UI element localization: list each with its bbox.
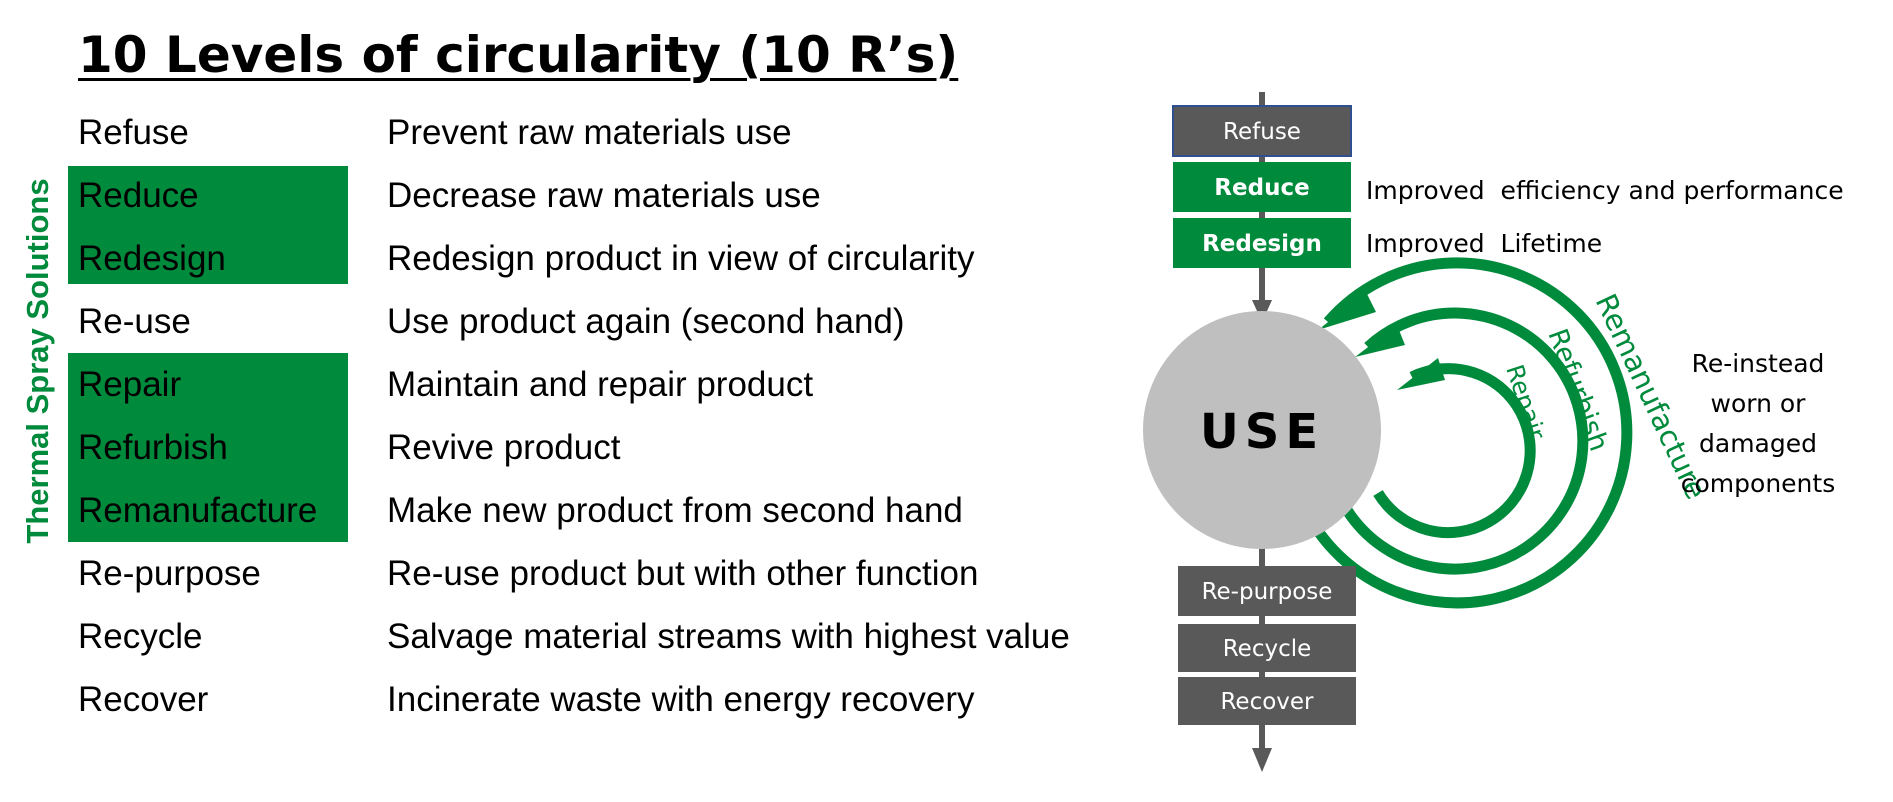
level-name: Recover <box>78 680 209 719</box>
level-name: Repair <box>78 365 182 404</box>
level-row: Repair Maintain and repair product <box>0 353 1140 416</box>
flow-arrowhead-bottom <box>1252 748 1272 772</box>
level-name: Reduce <box>78 176 199 215</box>
level-name: Redesign <box>78 239 226 278</box>
level-row: Refurbish Revive product <box>0 416 1140 479</box>
redesign-note: Improved Lifetime <box>1366 229 1602 258</box>
repair-arrow-tip <box>1397 358 1445 390</box>
level-name: Refurbish <box>78 428 228 467</box>
level-description: Revive product <box>387 428 621 467</box>
recover-box-label: Recover <box>1220 689 1314 715</box>
level-description: Decrease raw materials use <box>387 176 821 215</box>
refurbish-loop <box>1342 307 1589 575</box>
reduce-box-label: Reduce <box>1214 175 1309 201</box>
page-title: 10 Levels of circularity (10 R’s) <box>78 26 959 84</box>
level-row: Re-purpose Re-use product but with other… <box>0 542 1140 605</box>
level-description: Re-use product but with other function <box>387 554 979 593</box>
refurbish-arrow-tip <box>1355 325 1405 357</box>
level-name: Re-purpose <box>78 554 261 593</box>
recover-box <box>1178 677 1356 725</box>
level-description: Redesign product in view of circularity <box>387 239 975 278</box>
redesign-box-label: Redesign <box>1202 231 1322 257</box>
loop-note-line-3: damaged <box>1699 429 1817 458</box>
remanufacture-arrow-tip <box>1318 292 1376 330</box>
level-description: Maintain and repair product <box>387 365 814 404</box>
repurpose-box-label: Re-purpose <box>1202 579 1333 605</box>
reduce-box <box>1173 162 1351 212</box>
recycle-box <box>1178 624 1356 672</box>
level-description: Prevent raw materials use <box>387 113 792 152</box>
thermal-spray-block-2 <box>68 353 348 542</box>
refuse-box-label: Refuse <box>1223 119 1301 145</box>
remanufacture-loop <box>1313 257 1633 609</box>
use-label: USE <box>1200 404 1324 460</box>
recycle-box-label: Recycle <box>1223 636 1312 662</box>
loop-note-line-2: worn or <box>1711 389 1807 418</box>
level-description: Make new product from second hand <box>387 491 963 530</box>
level-name: Remanufacture <box>78 491 318 530</box>
level-description: Salvage material streams with highest va… <box>387 617 1070 656</box>
use-circle <box>1143 311 1381 549</box>
redesign-box <box>1173 218 1351 268</box>
thermal-spray-block-1 <box>68 166 348 284</box>
loop-note-line-4: components <box>1681 469 1835 498</box>
loop-note-line-1: Re-instead <box>1692 349 1825 378</box>
level-name: Re-use <box>78 302 191 341</box>
refuse-box <box>1172 105 1352 157</box>
level-description: Incinerate waste with energy recovery <box>387 680 975 719</box>
level-row: Recycle Salvage material streams with hi… <box>0 605 1140 668</box>
repurpose-box <box>1178 566 1356 616</box>
level-row: Reduce Decrease raw materials use <box>0 164 1140 227</box>
level-row: Refuse Prevent raw materials use <box>0 101 1140 164</box>
repair-loop <box>1373 363 1536 539</box>
level-name: Recycle <box>78 617 203 656</box>
level-row: Re-use Use product again (second hand) <box>0 290 1140 353</box>
level-name: Refuse <box>78 113 189 152</box>
level-row: Recover Incinerate waste with energy rec… <box>0 668 1140 731</box>
level-row: Redesign Redesign product in view of cir… <box>0 227 1140 290</box>
level-row: Remanufacture Make new product from seco… <box>0 479 1140 542</box>
level-description: Use product again (second hand) <box>387 302 905 341</box>
reduce-note: Improved efficiency and performance <box>1366 176 1844 205</box>
